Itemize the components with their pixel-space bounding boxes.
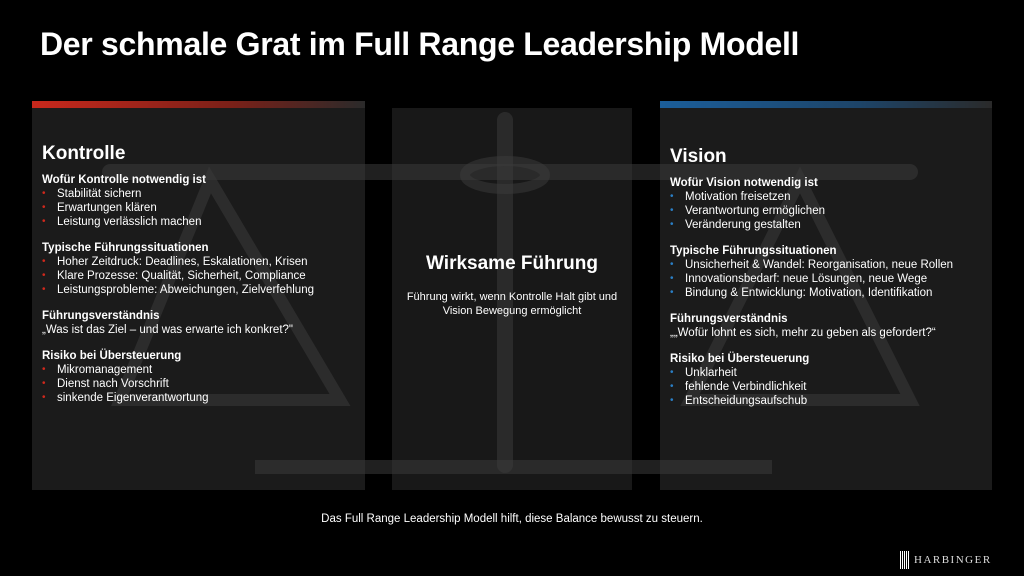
section-title: Wofür Vision notwendig ist (670, 177, 818, 189)
section-title: Führungsverständnis (670, 313, 788, 325)
footer-text: Das Full Range Leadership Modell hilft, … (321, 513, 703, 525)
logo-mark-icon (900, 551, 910, 569)
list-item: Klare Prozesse: Qualität, Sicherheit, Co… (42, 269, 362, 283)
section-title: Risiko bei Übersteuerung (42, 350, 182, 362)
kontrolle-content: Kontrolle Wofür Kontrolle notwendig ist … (42, 143, 362, 417)
list-item: Bindung & Entwicklung: Motivation, Ident… (670, 286, 970, 300)
list-item: Unsicherheit & Wandel: Reorganisation, n… (670, 258, 970, 272)
list-item: fehlende Verbindlichkeit (670, 380, 970, 394)
section-title: Führungsverständnis (42, 310, 160, 322)
list-item: Stabilität sichern (42, 187, 362, 201)
list-item: Motivation freisetzen (670, 190, 970, 204)
list-item: Erwartungen klären (42, 201, 362, 215)
section-title: Typische Führungssituationen (42, 242, 209, 254)
quote: „Was ist das Ziel – und was erwarte ich … (42, 324, 294, 336)
logo-text: HARBINGER (914, 554, 992, 566)
section-title: Typische Führungssituationen (670, 245, 837, 257)
list-item: Entscheidungsaufschub (670, 394, 970, 408)
quote: „„Wofür lohnt es sich, mehr zu geben als… (670, 327, 936, 339)
harbinger-logo: HARBINGER (900, 551, 992, 569)
vision-content: Vision Wofür Vision notwendig ist Motiva… (670, 146, 970, 420)
list-item: Mikromanagement (42, 363, 362, 377)
section-title: Risiko bei Übersteuerung (670, 353, 810, 365)
list-item: Innovationsbedarf: neue Lösungen, neue W… (670, 272, 970, 286)
list-item: sinkende Eigenverantwortung (42, 391, 362, 405)
vision-heading: Vision (670, 146, 727, 167)
center-title: Wirksame Führung (426, 253, 598, 274)
list-item: Hoher Zeitdruck: Deadlines, Eskalationen… (42, 255, 362, 269)
list-item: Veränderung gestalten (670, 218, 970, 232)
list-item: Dienst nach Vorschrift (42, 377, 362, 391)
list-item: Leistung verlässlich machen (42, 215, 362, 229)
kontrolle-heading: Kontrolle (42, 143, 126, 164)
section-title: Wofür Kontrolle notwendig ist (42, 174, 206, 186)
page-title: Der schmale Grat im Full Range Leadershi… (40, 26, 800, 62)
red-accent-bar (32, 101, 365, 108)
list-item: Unklarheit (670, 366, 970, 380)
list-item: Verantwortung ermöglichen (670, 204, 970, 218)
center-text: Führung wirkt, wenn Kontrolle Halt gibt … (406, 291, 618, 317)
blue-accent-bar (660, 101, 992, 108)
list-item: Leistungsprobleme: Abweichungen, Zielver… (42, 283, 362, 297)
